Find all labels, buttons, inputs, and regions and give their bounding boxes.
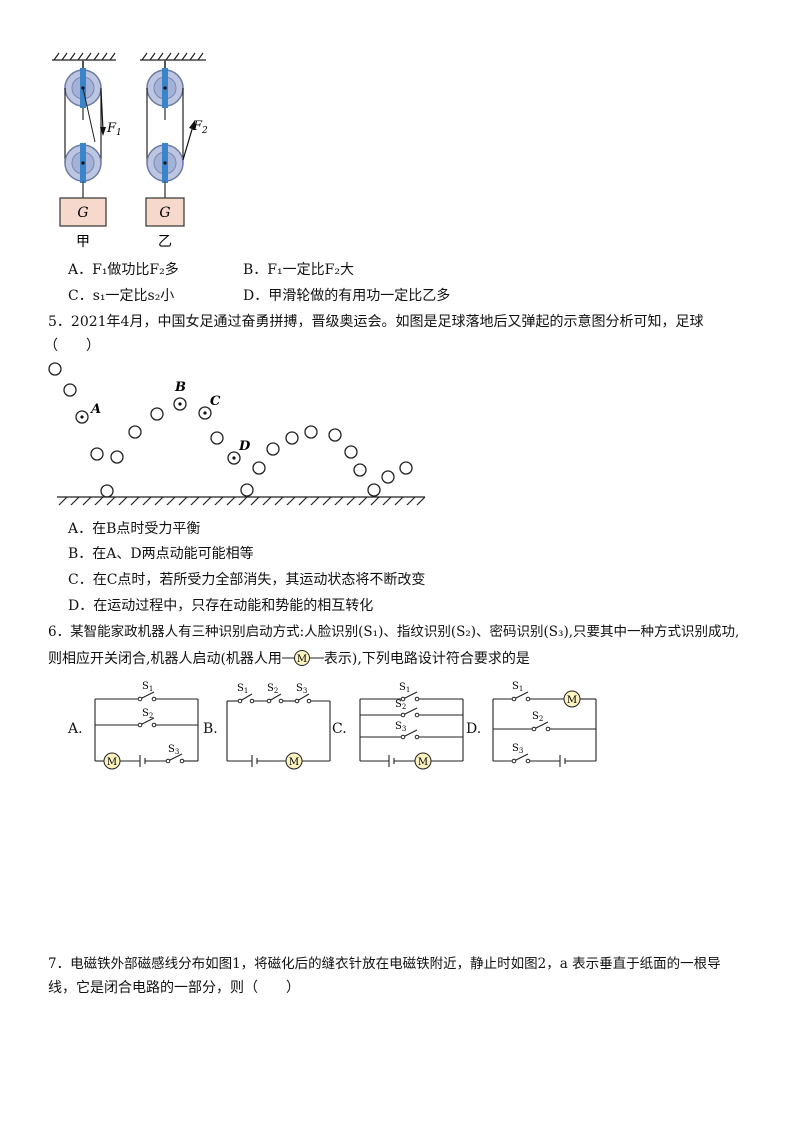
svg-text:M: M: [297, 654, 307, 665]
q7-stem-line2: 线，它是闭合电路的一部分，则（ ）: [48, 980, 300, 996]
q5-stem: 5．2021年4月，中国女足通过奋勇拼搏，晋级奥运会。如图是足球落地后又弹起的示…: [48, 314, 704, 330]
motor-label: M: [418, 757, 428, 768]
q5-option-d: D．在运动过程中，只存在动能和势能的相互转化: [68, 598, 374, 614]
q6-stem-line1: 6．某智能家政机器人有三种识别启动方式:人脸识别(S₁)、指纹识别(S₂)、密码…: [48, 624, 740, 640]
svg-text:S1: S1: [399, 682, 410, 694]
svg-text:S1: S1: [142, 681, 153, 693]
q5-option-b: B．在A、D两点动能可能相等: [68, 546, 254, 562]
ceiling-right: [140, 52, 206, 61]
motor-label: M: [567, 695, 577, 706]
svg-text:S1: S1: [512, 681, 523, 693]
circuit-d: M S1 S2 S3: [492, 681, 597, 767]
svg-text:S2: S2: [532, 711, 543, 723]
svg-text:S3: S3: [395, 721, 406, 733]
svg-text:S3: S3: [512, 743, 523, 755]
q5-option-a: A．在B点时受力平衡: [68, 521, 201, 537]
q6-stem-line2: 则相应开关闭合,机器人启动(机器人用 M 表示),下列电路设计符合要求的是: [48, 650, 530, 668]
point-label-c: C: [210, 394, 221, 409]
svg-text:S3: S3: [296, 683, 307, 695]
ball-center-dots: [80, 402, 236, 460]
circuit-c: M S1 S2 S3: [359, 682, 464, 770]
point-label-d: D: [238, 439, 251, 454]
q4-option-a: A．F₁做功比F₂多: [68, 262, 179, 278]
svg-text:S2: S2: [395, 699, 406, 711]
q6-stem-line2-post: 表示),下列电路设计符合要求的是: [323, 651, 530, 667]
svg-text:S2: S2: [267, 683, 278, 695]
svg-text:S2: S2: [142, 708, 153, 720]
motor-label: M: [289, 757, 299, 768]
ceiling-left: [52, 52, 116, 61]
force-arrow-f1: [100, 89, 106, 136]
block-label-left: G: [77, 205, 88, 221]
q6-option-d-label: D.: [466, 721, 482, 737]
svg-text:S3: S3: [168, 744, 179, 756]
point-label-a: A: [89, 402, 101, 417]
q4-option-c: C．s₁一定比s₂小: [68, 288, 175, 304]
pulley-system-jia: [59, 60, 107, 227]
q6-option-a-label: A.: [68, 721, 83, 737]
q4-option-d: D．甲滑轮做的有用功一定比乙多: [243, 288, 451, 304]
q5-option-c: C．在C点时，若所受力全部消失，其运动状态将不断改变: [68, 572, 426, 588]
football-trajectory-figure: A B C D: [48, 362, 426, 506]
pulley-system-yi: [145, 60, 185, 227]
ground: [57, 496, 426, 506]
label-yi: 乙: [158, 234, 172, 250]
motor-label: M: [107, 757, 117, 768]
q6-option-c-label: C.: [332, 721, 347, 737]
q6-option-b-label: B.: [203, 721, 218, 737]
block-label-right: G: [159, 205, 170, 221]
q7-stem-line1: 7．电磁铁外部磁感线分布如图1，将磁化后的缝衣针放在电磁铁附近，静止时如图2，a…: [48, 956, 721, 972]
svg-text:S1: S1: [237, 683, 248, 695]
circuit-a: M S1 S2 S3: [94, 681, 199, 770]
q5-blank: （ ）: [44, 338, 100, 354]
q6-stem-line2-pre: 则相应开关闭合,机器人启动(机器人用: [48, 651, 282, 667]
ball-positions: [48, 362, 413, 498]
point-label-b: B: [174, 380, 186, 395]
force2-label: F2: [192, 119, 208, 136]
label-jia: 甲: [76, 234, 90, 250]
q4-option-b: B．F₁一定比F₂大: [243, 262, 354, 278]
motor-inline-symbol: M: [281, 650, 324, 666]
force-arrow-f2: [182, 120, 195, 161]
pulley-figure: G G 甲 乙 F1 F2: [52, 52, 208, 250]
force1-label: F1: [106, 121, 122, 138]
circuit-b: M S1 S2 S3: [226, 683, 331, 770]
